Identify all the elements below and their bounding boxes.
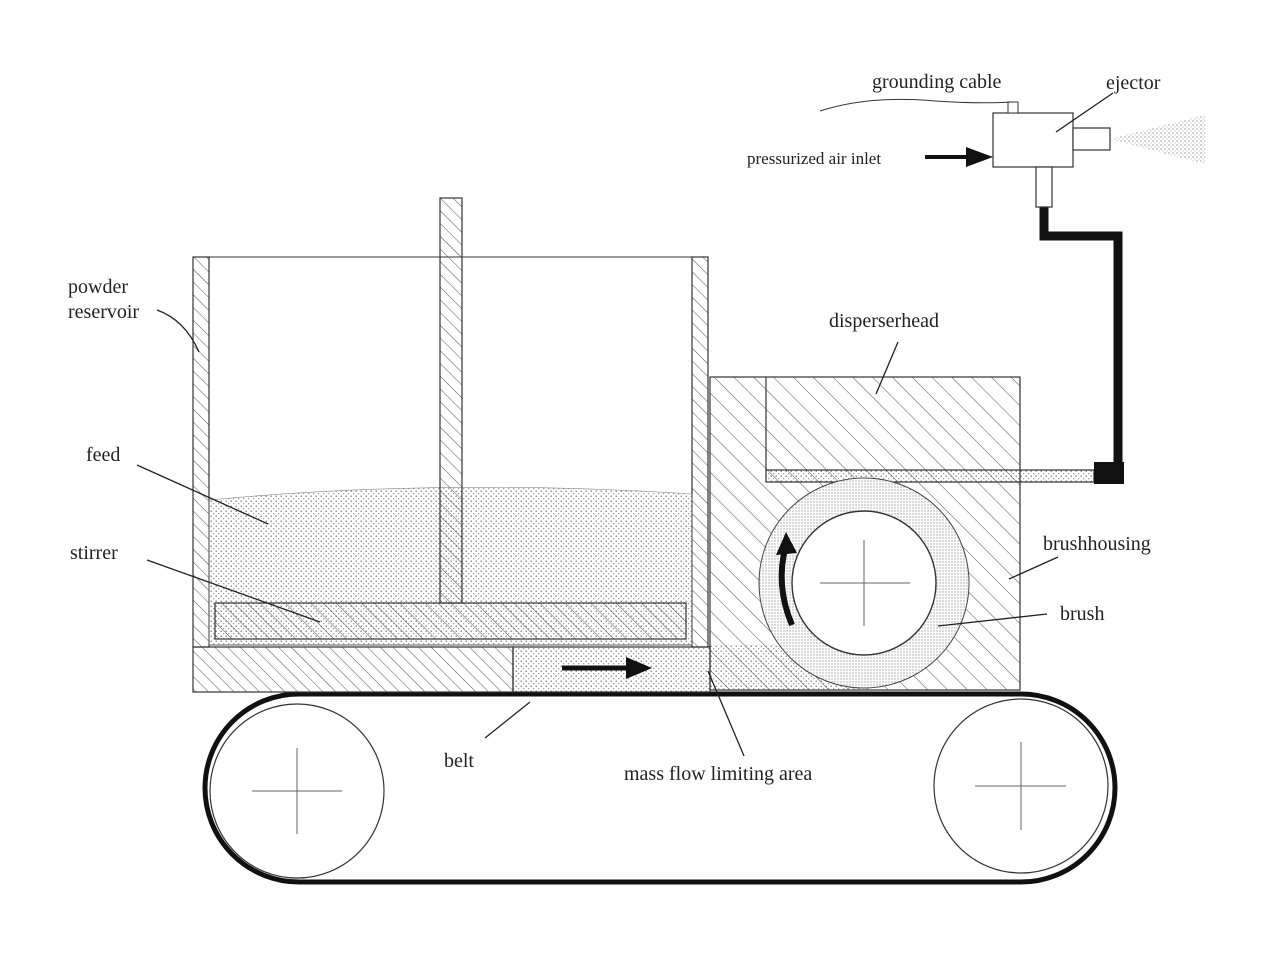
label-grounding-cable: grounding cable <box>872 71 1002 93</box>
right-pulley <box>933 698 1109 874</box>
stirrer-shaft <box>439 197 463 604</box>
left-pulley <box>209 703 385 879</box>
belt <box>202 691 1118 885</box>
label-pressurized-air-inlet: pressurized air inlet <box>747 149 881 168</box>
label-feed: feed <box>86 444 120 466</box>
stirrer-blade <box>214 602 687 640</box>
rotation-arrow-head <box>776 532 797 555</box>
spray-plume <box>1110 115 1205 164</box>
label-powder-reservoir-2: reservoir <box>68 301 139 323</box>
flow-direction-arrow <box>562 657 652 679</box>
leader-belt <box>484 701 531 739</box>
label-powder-reservoir-1: powder <box>68 276 128 298</box>
disperser-channel <box>765 469 1095 483</box>
leader-mass-flow <box>707 670 745 757</box>
feed-pipe <box>1039 205 1123 481</box>
label-brushhousing: brushhousing <box>1043 533 1151 555</box>
label-stirrer: stirrer <box>70 542 118 564</box>
leader-stirrer <box>146 559 321 623</box>
grounding-cable <box>819 98 1012 112</box>
air-inlet-arrow <box>925 147 993 167</box>
leader-disperserhead <box>875 341 899 395</box>
leader-ejector <box>1055 92 1114 133</box>
label-disperserhead: disperserhead <box>829 310 939 332</box>
leader-powder-reservoir <box>156 309 200 353</box>
label-belt: belt <box>444 750 474 772</box>
leader-feed <box>136 464 269 525</box>
label-mass-flow-limiting-area: mass flow limiting area <box>624 763 812 785</box>
ejector <box>992 101 1111 208</box>
leader-brush <box>937 613 1048 627</box>
leader-brushhousing <box>1008 556 1059 580</box>
label-ejector: ejector <box>1106 72 1161 94</box>
powder-reservoir <box>192 256 709 648</box>
label-brush: brush <box>1060 603 1104 625</box>
base-plate <box>192 646 711 693</box>
brush <box>758 477 970 689</box>
